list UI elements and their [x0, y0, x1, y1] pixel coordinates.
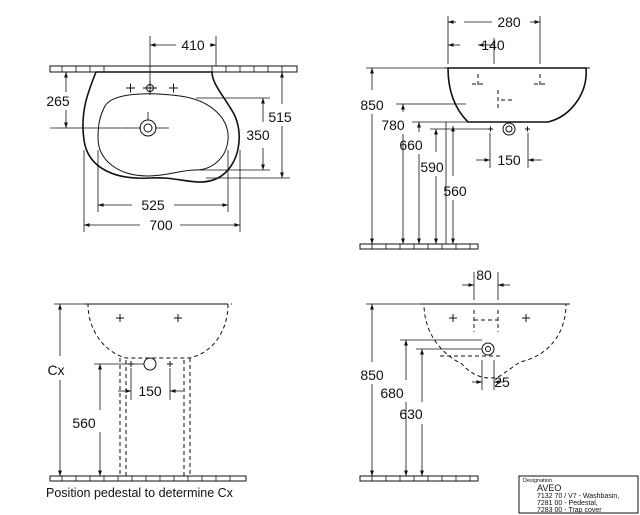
- dim-660-label: 660: [399, 137, 423, 153]
- dim-bowl-width: 525: [97, 150, 229, 213]
- dim-525-label: 525: [141, 197, 165, 213]
- dim-side-heights: 850 780 660 590 560: [360, 67, 488, 244]
- dim-front-150-label: 150: [138, 383, 162, 399]
- dim-depth-280: 280: [447, 14, 541, 64]
- dim-cx-label: Cx: [47, 362, 64, 378]
- dim-140-label: 140: [481, 37, 505, 53]
- pedestal-outline: [119, 358, 191, 476]
- dim-350-label: 350: [246, 127, 270, 143]
- basin-outline: [82, 71, 240, 183]
- pedestal-position-note: Position pedestal to determine Cx: [46, 486, 234, 500]
- title-block-line-1: 7132 70 / V7 - Washbasin,: [537, 493, 619, 500]
- dim-25-label: 25: [494, 374, 510, 390]
- dim-680-label: 680: [380, 385, 404, 401]
- dim-410-label: 410: [181, 37, 205, 53]
- dim-front-560-label: 560: [72, 415, 96, 431]
- dim-265-label: 265: [46, 93, 70, 109]
- dim-side-560-label: 560: [443, 183, 467, 199]
- drain-icon: [127, 112, 169, 137]
- side-pedestal-trap: 25: [472, 342, 510, 390]
- dim-tap-to-wall: 265: [46, 71, 128, 129]
- title-block: Designation AVEO 7132 70 / V7 - Washbasi…: [518, 475, 639, 514]
- dim-tap-spacing: 410: [149, 36, 217, 84]
- side-basin-outline: [447, 67, 587, 123]
- title-block-line-3: 7283 00 - Trap cover: [537, 507, 602, 514]
- front-basin-outline: [87, 303, 229, 359]
- side-pedestal-view: 25 80 850 680 630: [359, 267, 570, 482]
- dim-80-label: 80: [476, 267, 492, 283]
- dim-width-overall: 700: [83, 150, 241, 233]
- side-view: 150 280 140 850 780: [359, 14, 590, 250]
- side-traps: 150: [476, 122, 542, 168]
- top-view: 410 265 350 515: [46, 36, 298, 233]
- side-pedestal-floor: [359, 475, 479, 482]
- top-view-wall: [49, 65, 298, 73]
- title-block-title: AVEO: [537, 483, 561, 493]
- side-pedestal-basin: [423, 303, 567, 379]
- dim-780-label: 780: [381, 117, 405, 133]
- dim-280-label: 280: [497, 14, 521, 30]
- dim-front-560: 560: [72, 363, 144, 476]
- dim-515-label: 515: [268, 109, 292, 125]
- dim-630-label: 630: [399, 406, 423, 422]
- dim-590-label: 590: [420, 159, 444, 175]
- title-block-label: Designation: [523, 478, 552, 484]
- front-pedestal-view: 150 Cx 560 Position pedestal to determin…: [46, 303, 247, 500]
- tap-holes: [126, 81, 178, 95]
- bowl-outline: [97, 93, 229, 177]
- dim-side-850-label: 850: [360, 367, 384, 383]
- dim-80: 80: [462, 267, 510, 300]
- dim-bowl-depth: 350: [196, 97, 270, 171]
- dim-depth-140: 140: [448, 37, 505, 64]
- side-view-floor: [359, 243, 479, 250]
- dim-850-label: 850: [360, 97, 384, 113]
- dim-depth-overall: 515: [206, 71, 292, 179]
- front-floor: [49, 475, 247, 482]
- dim-700-label: 700: [149, 217, 173, 233]
- dim-cx: Cx: [47, 303, 84, 476]
- title-block-line-2: 7281 00 - Pedestal,: [537, 500, 598, 507]
- dim-side-150-label: 150: [497, 152, 521, 168]
- dim-side-pedestal-heights: 850 680 630: [360, 303, 482, 476]
